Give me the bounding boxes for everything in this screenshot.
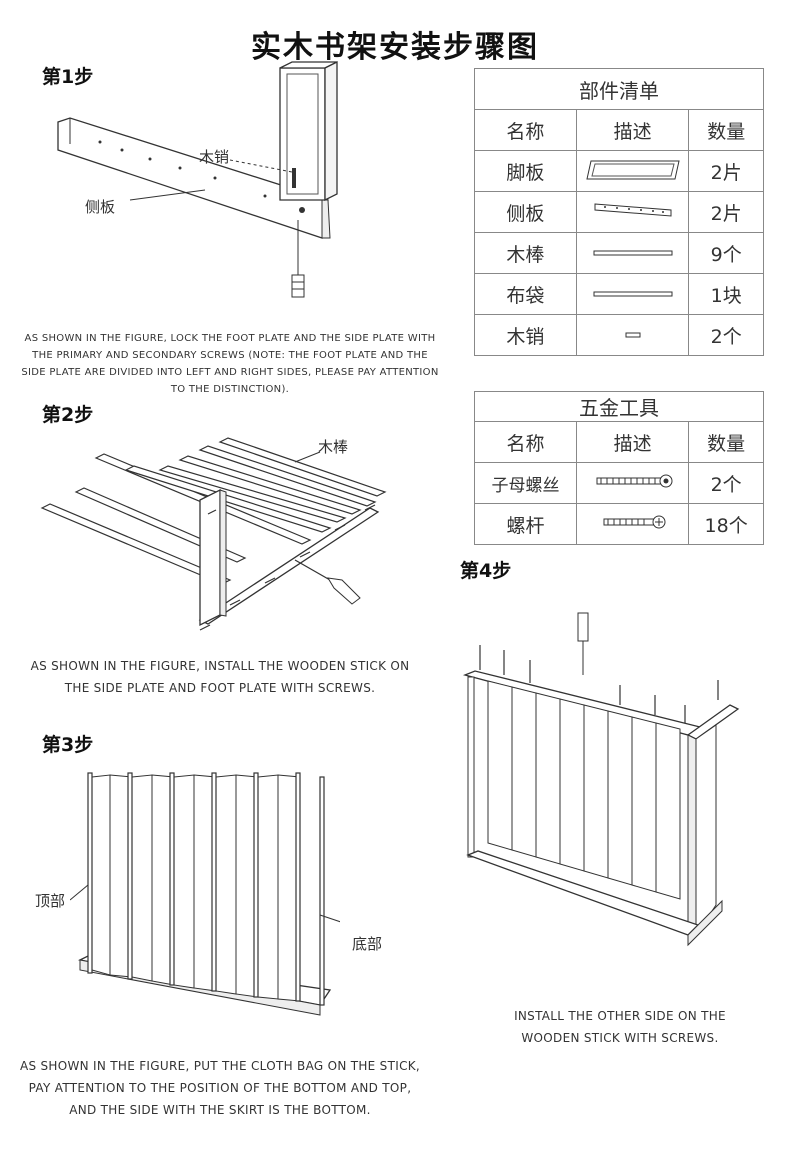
parts-row-name: 侧板 [474, 191, 577, 233]
bottom-label: 底部 [352, 935, 383, 953]
parts-header-desc: 描述 [575, 109, 690, 151]
foot-plate-icon [585, 160, 680, 179]
step-2-label: 第2步 [42, 404, 94, 426]
step-1-label: 第1步 [42, 66, 94, 88]
primary-secondary-screw-icon [596, 474, 673, 487]
parts-table-title: 部件清单 [474, 68, 764, 110]
parts-row-qty: 2片 [688, 191, 764, 233]
step-4-label: 第4步 [460, 560, 512, 582]
parts-row-name: 布袋 [474, 273, 577, 315]
parts-row-qty: 1块 [688, 273, 764, 315]
step-2-caption: As shown in the figure, install the wood… [30, 659, 410, 695]
hardware-row-name: 子母螺丝 [474, 462, 577, 504]
hardware-table-title: 五金工具 [474, 391, 764, 422]
step-3-label: 第3步 [42, 734, 94, 756]
hardware-table: 五金工具 名称 描述 数量 子母螺丝 2个 螺杆 18个 [474, 391, 764, 545]
step-3-caption: As shown in the figure, put the cloth ba… [19, 1059, 421, 1117]
parts-row-qty: 2片 [688, 150, 764, 192]
parts-header-qty: 数量 [688, 109, 764, 151]
step-1-illustration [57, 60, 338, 298]
parts-row-name: 木棒 [474, 232, 577, 274]
side-plate-label: 侧板 [85, 198, 116, 216]
step-4-illustration [462, 612, 740, 947]
step-2-illustration [40, 437, 387, 631]
hardware-header-qty: 数量 [688, 421, 764, 463]
parts-header-name: 名称 [474, 109, 577, 151]
step-1-caption: As shown in the figure, lock the foot pl… [21, 333, 439, 395]
parts-table: 部件清单 名称 描述 数量 脚板 2片 侧板 2片 木棒 9个 布袋 1块 木销… [474, 68, 764, 356]
hardware-row-name: 螺杆 [474, 503, 577, 545]
wooden-stick-icon [593, 250, 673, 256]
parts-row-name: 脚板 [474, 150, 577, 192]
hardware-row-qty: 18个 [688, 503, 764, 545]
hardware-header-desc: 描述 [575, 421, 690, 463]
step-4-caption: Install the other side on the wooden sti… [514, 1009, 726, 1045]
page-title: 实木书架安装步骤图 [251, 30, 539, 65]
wood-pin-icon [625, 332, 641, 338]
hardware-header-name: 名称 [474, 421, 577, 463]
step-3-illustration [70, 772, 340, 1016]
wooden-stick-label: 木棒 [318, 438, 349, 456]
top-label: 顶部 [35, 892, 66, 910]
parts-row-qty: 9个 [688, 232, 764, 274]
side-plate-icon [594, 202, 672, 217]
hardware-row-qty: 2个 [688, 462, 764, 504]
parts-row-qty: 2个 [688, 314, 764, 356]
cloth-bag-icon [593, 291, 673, 297]
parts-row-name: 木销 [474, 314, 577, 356]
wood-pin-label: 木销 [199, 148, 230, 166]
screw-rod-icon [603, 515, 666, 528]
